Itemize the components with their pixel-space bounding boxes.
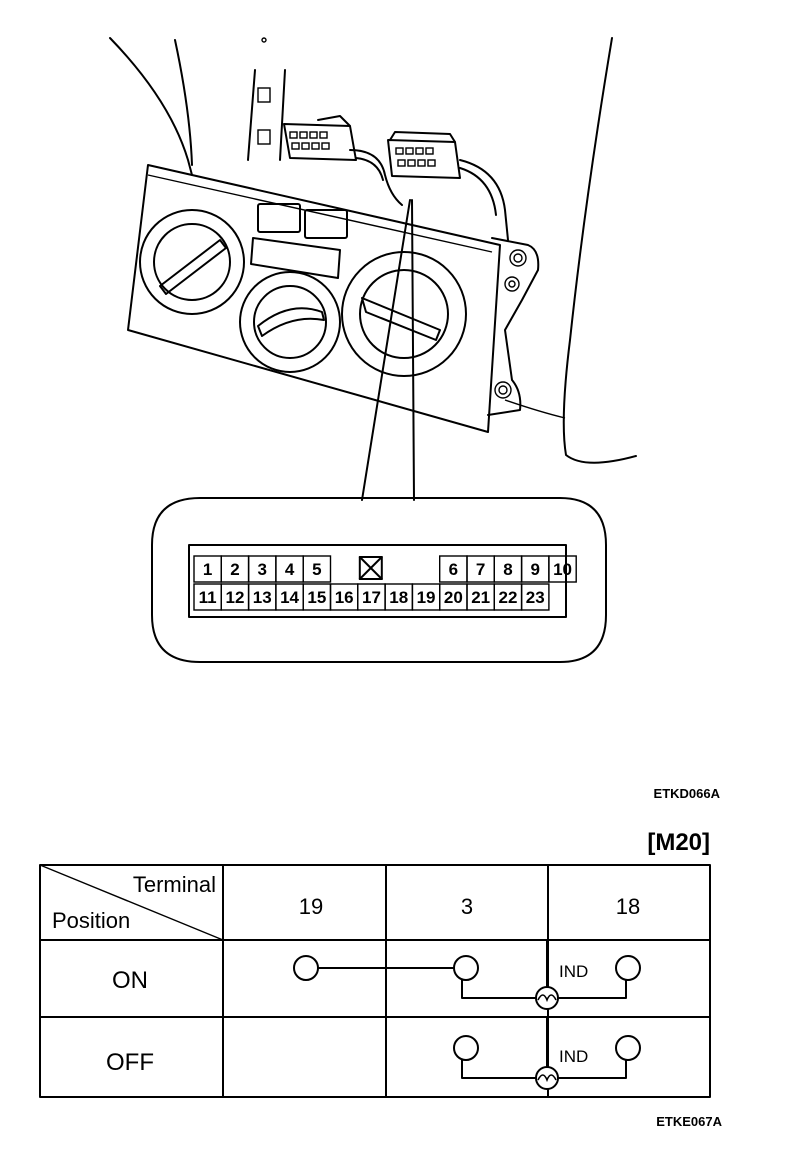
- pin-3: 3: [258, 560, 267, 579]
- terminal-19-on-node: [293, 955, 319, 981]
- pin-10: 10: [553, 560, 572, 579]
- off-row-continuity: IND: [453, 1016, 641, 1090]
- connector-plug-right: [387, 131, 461, 179]
- indicator-lamp-off-icon: [535, 1066, 559, 1090]
- pin-20: 20: [444, 588, 463, 607]
- pin-23-cell: [520, 583, 550, 611]
- terminal-18-header: 18: [616, 894, 640, 919]
- pin-19: 19: [417, 588, 436, 607]
- heater-control-panel: [127, 164, 540, 433]
- pin-10-cell: [548, 555, 577, 583]
- indicator-circuit-on: [461, 979, 627, 999]
- pin-11: 11: [199, 588, 217, 607]
- pin-22: 22: [498, 588, 517, 607]
- pin-21: 21: [471, 588, 490, 607]
- connector-id: [M20]: [647, 829, 710, 856]
- terminal-18-on-node: [615, 955, 641, 981]
- knob-middle: [239, 271, 341, 373]
- knob-right: [341, 251, 467, 377]
- blocked-cavity-icon: [358, 556, 383, 580]
- connector-plug-left: [283, 115, 357, 161]
- pin-5-cell: [302, 555, 332, 583]
- indicator-label-on: IND: [559, 962, 588, 981]
- pin-16: 16: [335, 588, 354, 607]
- pin-5: 5: [312, 560, 321, 579]
- pin-18: 18: [389, 588, 408, 607]
- on-row-continuity: IND: [293, 939, 641, 1010]
- header-terminal: Terminal: [133, 872, 216, 897]
- pin-4: 4: [285, 560, 295, 579]
- pin-17: 17: [362, 588, 381, 607]
- figure-code-top: ETKD066A: [654, 786, 721, 801]
- pin-6: 6: [449, 560, 458, 579]
- terminal-3-on-node: [453, 955, 479, 981]
- indicator-label-off: IND: [559, 1047, 588, 1066]
- pin-1: 1: [203, 560, 212, 579]
- header-position: Position: [52, 908, 130, 933]
- knob-left: [139, 209, 245, 315]
- pin-2: 2: [230, 560, 239, 579]
- terminal-3-header: 3: [461, 894, 473, 919]
- terminal-3-off-node: [453, 1035, 479, 1061]
- pin-9: 9: [531, 560, 540, 579]
- pin-8: 8: [503, 560, 512, 579]
- dashboard-illustration: [109, 37, 637, 501]
- figure-code-bottom: ETKE067A: [656, 1114, 722, 1129]
- header-diagonal: [39, 864, 224, 941]
- pin-12: 12: [225, 588, 244, 607]
- indicator-circuit-off: [461, 1059, 627, 1079]
- position-on-label: ON: [112, 967, 148, 994]
- pin-13: 13: [253, 588, 272, 607]
- indicator-lamp-on-icon: [535, 986, 559, 1010]
- terminal-19-header: 19: [299, 894, 323, 919]
- pin-23: 23: [526, 588, 545, 607]
- blocked-cavity-cross: [358, 556, 383, 580]
- pin-15: 15: [307, 588, 326, 607]
- pin-7: 7: [476, 560, 485, 579]
- terminal-18-off-node: [615, 1035, 641, 1061]
- position-off-label: OFF: [106, 1049, 154, 1076]
- terminal-table: Terminal Position 19 3 18 ON OFF IND: [39, 864, 711, 1098]
- pin-14: 14: [280, 588, 299, 607]
